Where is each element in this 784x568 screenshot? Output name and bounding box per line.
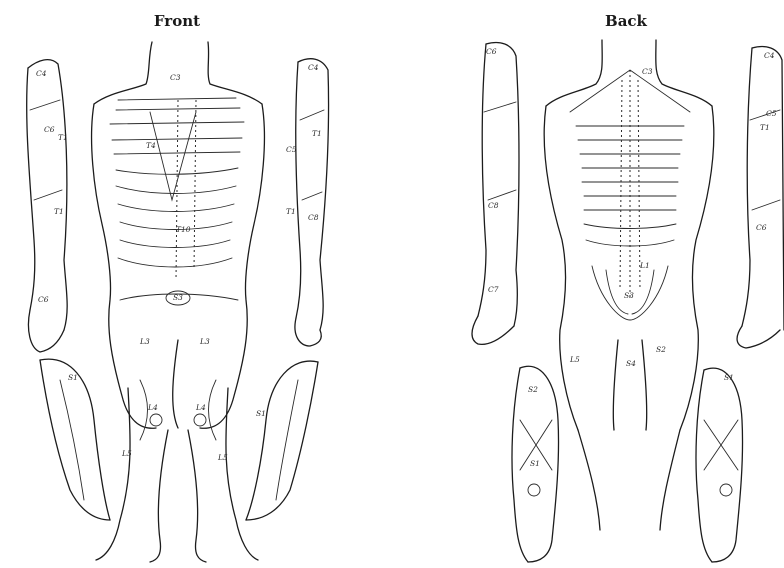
front-label-c5-right: C5 bbox=[286, 145, 297, 154]
back-right-leg bbox=[696, 368, 743, 562]
back-label-s4-mid: S4 bbox=[626, 359, 636, 368]
front-label-t1-right: T1 bbox=[312, 129, 322, 138]
front-label-l5-left: L5 bbox=[121, 449, 132, 458]
back-label-l1-back: L1 bbox=[639, 261, 650, 270]
front-left-leg bbox=[40, 359, 110, 520]
back-label-c8-left: C8 bbox=[488, 201, 499, 210]
front-label-c4-right: C4 bbox=[308, 63, 319, 72]
back-label-c4-right: C4 bbox=[764, 51, 775, 60]
back-label-c7-hand: C7 bbox=[488, 285, 499, 294]
front-label-c4-left: C4 bbox=[36, 69, 47, 78]
front-label-s1-right: S1 bbox=[256, 409, 266, 418]
back-label-s3-buttock: S3 bbox=[624, 291, 634, 300]
front-label-t4-chest: T4 bbox=[146, 141, 156, 150]
front-label-t1-left: T1 bbox=[58, 133, 68, 142]
back-label-s2-right: S2 bbox=[656, 345, 666, 354]
front-label-l4-right: L4 bbox=[195, 403, 206, 412]
front-label-t1b-right: T1 bbox=[286, 207, 296, 216]
back-label-c6-right: C6 bbox=[756, 223, 767, 232]
back-right-arm bbox=[737, 47, 784, 349]
front-label-l3-right: L3 bbox=[199, 337, 210, 346]
back-label-l5-left: L5 bbox=[569, 355, 580, 364]
back-label-c6-left: C6 bbox=[486, 47, 497, 56]
front-right-leg bbox=[246, 361, 318, 520]
front-label-s1-left: S1 bbox=[68, 373, 78, 382]
front-figure bbox=[92, 42, 265, 562]
front-label-c3-neck: C3 bbox=[170, 73, 181, 82]
back-label-c5-right: C5 bbox=[766, 109, 777, 118]
front-label-c6-left: C6 bbox=[44, 125, 55, 134]
front-label-c6-hand: C6 bbox=[38, 295, 49, 304]
front-label-l4-left: L4 bbox=[147, 403, 158, 412]
back-label-s2-left: S2 bbox=[528, 385, 538, 394]
front-title: Front bbox=[154, 12, 200, 30]
back-title: Back bbox=[605, 12, 648, 30]
back-figure bbox=[544, 40, 714, 530]
back-labels: C6 C8 C7 C3 L1 S3 S4 S2 L5 S2 S1 S1 C4 T… bbox=[486, 47, 777, 468]
front-label-l5-right: L5 bbox=[217, 453, 228, 462]
back-label-s1-left: S1 bbox=[530, 459, 540, 468]
back-label-c3-neck: C3 bbox=[642, 67, 653, 76]
back-label-s1-right: S1 bbox=[724, 373, 734, 382]
front-label-s3-groin: S3 bbox=[173, 293, 183, 302]
front-label-c8-right: C8 bbox=[308, 213, 319, 222]
front-label-l3-left: L3 bbox=[139, 337, 150, 346]
front-right-arm bbox=[295, 59, 329, 346]
front-label-t10-abdomen: T10 bbox=[176, 225, 191, 234]
front-left-arm bbox=[27, 60, 67, 352]
back-label-t1-right: T1 bbox=[760, 123, 770, 132]
front-label-t1b-left: T1 bbox=[54, 207, 64, 216]
back-left-arm bbox=[472, 43, 519, 345]
